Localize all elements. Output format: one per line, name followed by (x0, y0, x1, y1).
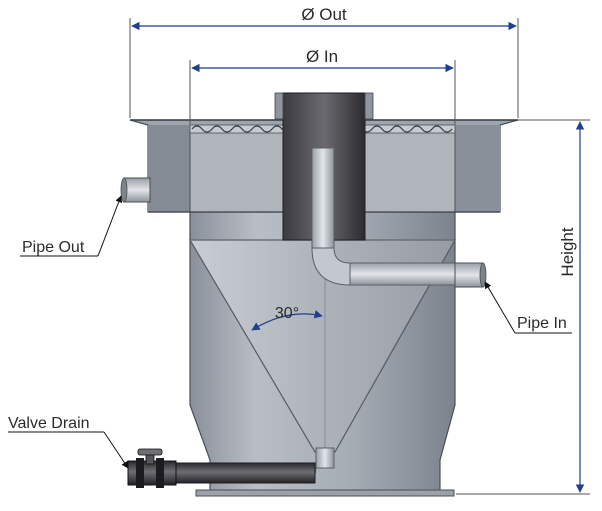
pipe-out-label: Pipe Out (22, 239, 85, 256)
inner-diameter-dimension: Ø In (189, 47, 456, 125)
valve-drain-label: Valve Drain (8, 415, 90, 432)
pipe-out-stub (120, 177, 151, 203)
cone-angle-label: 30° (275, 305, 299, 322)
inner-diameter-label: Ø In (306, 47, 338, 66)
height-label: Height (558, 227, 577, 276)
outer-diameter-label: Ø Out (301, 5, 347, 24)
cone-angle-dimension: 30° (251, 305, 323, 331)
inlet-tube (311, 147, 461, 286)
valve-drain (127, 448, 177, 488)
callout-valve-drain: Valve Drain (8, 415, 129, 469)
pipe-in-label: Pipe In (517, 315, 567, 332)
callout-pipe-in: Pipe In (484, 281, 572, 334)
callout-pipe-out: Pipe Out (20, 195, 123, 257)
height-dimension: Height (456, 119, 590, 495)
pipe-in-stub (454, 262, 487, 288)
outer-diameter-dimension: Ø Out (129, 5, 519, 118)
